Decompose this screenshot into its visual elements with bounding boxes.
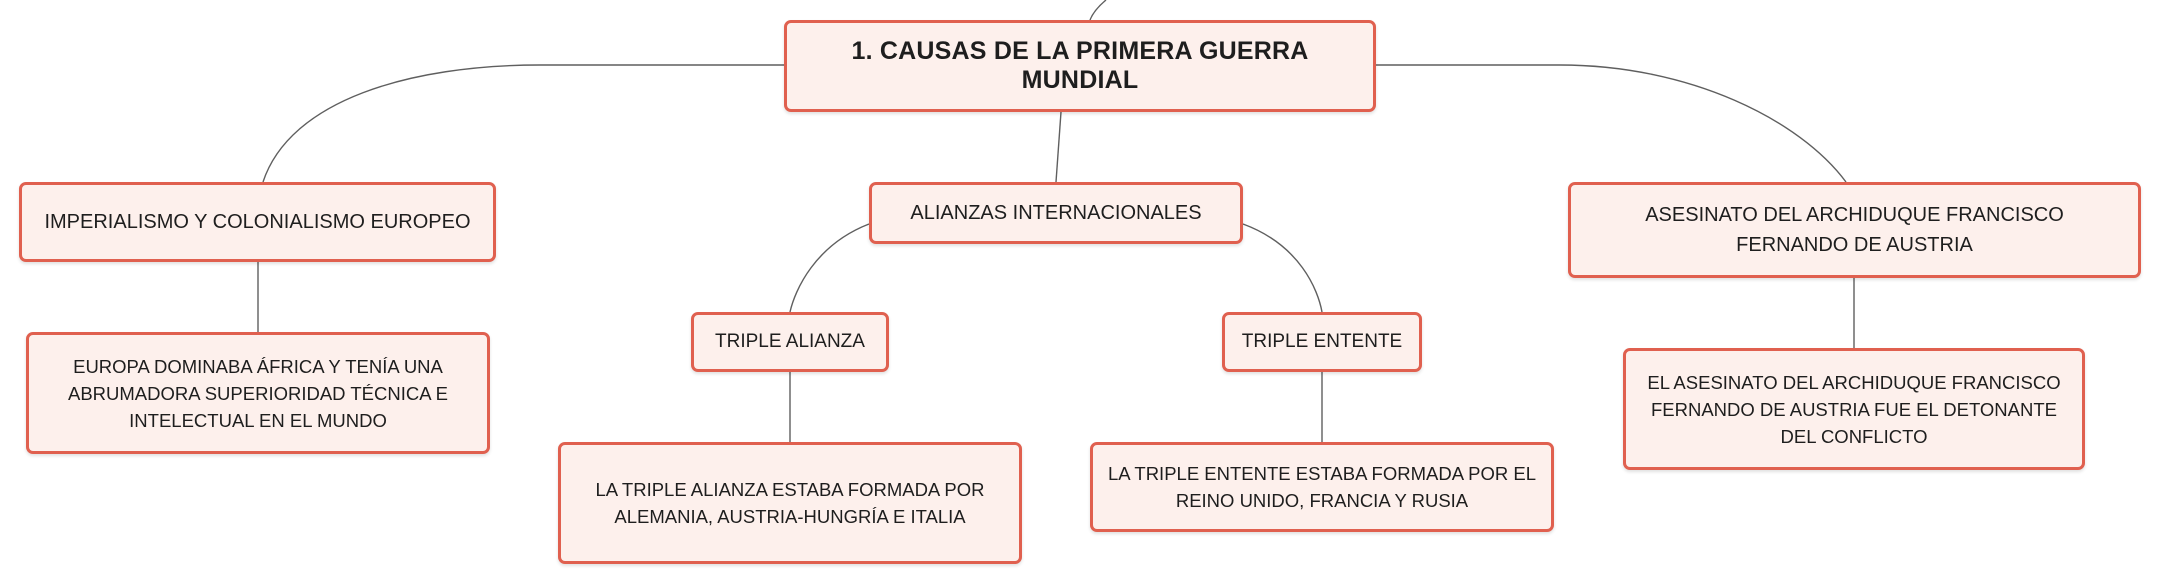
assassination-detail-text: EL ASESINATO DEL ARCHIDUQUE FRANCISCO FE… bbox=[1647, 371, 2061, 447]
triple-alianza-node[interactable]: TRIPLE ALIANZA bbox=[691, 312, 889, 372]
alliances-topic-label: ALIANZAS INTERNACIONALES bbox=[910, 202, 1202, 224]
triple-entente-detail-node[interactable]: LA TRIPLE ENTENTE ESTABA FORMADA POR EL … bbox=[1090, 442, 1554, 532]
connector-alliances-to-triple-entente bbox=[1242, 223, 1323, 313]
alliances-topic-node[interactable]: ALIANZAS INTERNACIONALES bbox=[869, 182, 1243, 244]
connector-alliances-to-triple-alianza bbox=[789, 223, 870, 313]
connector-root-to-assassination bbox=[1376, 64, 1847, 183]
connector-root-to-alliances bbox=[1055, 111, 1062, 183]
triple-alianza-detail-node[interactable]: LA TRIPLE ALIANZA ESTABA FORMADA POR ALE… bbox=[558, 442, 1022, 564]
imperialism-topic-label: IMPERIALISMO Y COLONIALISMO EUROPEO bbox=[44, 211, 471, 233]
triple-entente-detail-text: LA TRIPLE ENTENTE ESTABA FORMADA POR EL … bbox=[1107, 463, 1537, 511]
imperialism-detail-text: EUROPA DOMINABA ÁFRICA Y TENÍA UNA ABRUM… bbox=[67, 355, 448, 431]
assassination-detail-node[interactable]: EL ASESINATO DEL ARCHIDUQUE FRANCISCO FE… bbox=[1623, 348, 2085, 470]
root-topic-node[interactable]: 1. CAUSAS DE LA PRIMERA GUERRA MUNDIAL bbox=[784, 20, 1376, 112]
imperialism-detail-node[interactable]: EUROPA DOMINABA ÁFRICA Y TENÍA UNA ABRUM… bbox=[26, 332, 490, 454]
imperialism-topic-node[interactable]: IMPERIALISMO Y COLONIALISMO EUROPEO bbox=[19, 182, 496, 262]
triple-entente-node[interactable]: TRIPLE ENTENTE bbox=[1222, 312, 1422, 372]
triple-alianza-detail-text: LA TRIPLE ALIANZA ESTABA FORMADA POR ALE… bbox=[595, 479, 985, 527]
root-topic-label: 1. CAUSAS DE LA PRIMERA GUERRA MUNDIAL bbox=[851, 37, 1309, 94]
connector-root-to-imperialism bbox=[262, 64, 784, 183]
assassination-topic-node[interactable]: ASESINATO DEL ARCHIDUQUE FRANCISCO FERNA… bbox=[1568, 182, 2141, 278]
triple-entente-label: TRIPLE ENTENTE bbox=[1241, 331, 1403, 352]
connector-root-to-parent bbox=[1089, 0, 1107, 21]
assassination-topic-label: ASESINATO DEL ARCHIDUQUE FRANCISCO FERNA… bbox=[1645, 204, 2064, 256]
triple-alianza-label: TRIPLE ALIANZA bbox=[715, 331, 865, 352]
